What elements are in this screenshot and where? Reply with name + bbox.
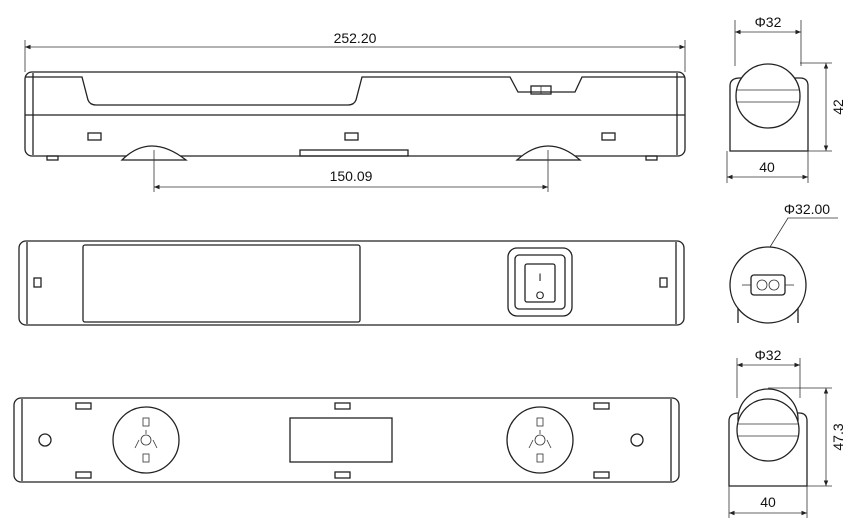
rocker-switch[interactable]: I O [507, 247, 573, 317]
slot-br [593, 471, 610, 479]
dim-front-height: 42 [830, 99, 846, 115]
socket-right[interactable] [506, 406, 574, 474]
slot-tl [75, 402, 92, 410]
socket-right-slot-top [536, 417, 544, 427]
socket-right-slot-bottom [536, 453, 544, 463]
socket-left[interactable] [112, 406, 180, 474]
mid-screw-right [659, 277, 668, 288]
switch-side-view: I O [18, 240, 685, 326]
center-window [289, 417, 393, 463]
socket-left-center [140, 434, 152, 446]
switch-rocker [524, 263, 556, 303]
bottom-end-band [738, 423, 799, 437]
side-body [24, 71, 686, 157]
slot-tr [593, 402, 610, 410]
label-recess [82, 244, 361, 323]
bottom-hole-left [38, 433, 52, 447]
socket-left-slot-top [142, 417, 150, 427]
top-recess-profile [25, 76, 685, 106]
bottom-plate [299, 149, 409, 157]
side-slot-left [87, 132, 102, 141]
side-foot-1 [46, 155, 59, 161]
switch-off-mark: O [536, 290, 545, 302]
slot-tc [334, 402, 351, 410]
side-slot-center [344, 132, 359, 141]
dim-front-diameter: Φ32 [755, 14, 782, 30]
socket-left-face [112, 406, 180, 474]
dim-socket-diameter: Φ32 [755, 347, 782, 363]
bottom-end-cylinder [736, 398, 800, 462]
end-view-middle: Φ32.00 [729, 201, 838, 324]
end-view-bottom: Φ32 47.3 40 [728, 347, 846, 518]
dim-socket-width: 40 [760, 494, 776, 510]
connector-pin-1 [756, 279, 768, 291]
dim-front-width: 40 [759, 159, 775, 175]
side-slot-right [601, 132, 616, 141]
bottom-hole-right [630, 433, 644, 447]
mid-screw-left [33, 277, 42, 288]
switch-on-mark: I [538, 272, 541, 284]
socket-side-view [13, 397, 680, 483]
switch-frame [514, 254, 566, 310]
slot-bl [75, 471, 92, 479]
mount-foot-right [515, 145, 582, 161]
connector-pin-2 [768, 279, 780, 291]
socket-right-pins [528, 430, 552, 449]
dim-socket-height: 47.3 [830, 423, 846, 450]
socket-right-center [534, 434, 546, 446]
end-view-cylinder [735, 63, 801, 129]
socket-left-slot-bottom [142, 453, 150, 463]
dim-total-length: 252.20 [334, 30, 377, 46]
switch-bezel [507, 247, 573, 317]
bottom-end-base [728, 412, 808, 487]
end-view-band [737, 89, 800, 103]
bottom-body [13, 397, 680, 483]
side-foot-2 [645, 155, 658, 161]
dim-mount-spacing: 150.09 [330, 168, 373, 184]
end-view-top: Φ32 42 40 [726, 14, 846, 183]
socket-left-pins [134, 430, 158, 449]
side-elevation-view: 252.20 150.09 [24, 30, 686, 192]
mid-end-cylinder [729, 246, 807, 324]
dia-leader [769, 217, 838, 248]
dim-switch-diameter: Φ32.00 [784, 201, 830, 217]
end-view-base [729, 77, 809, 152]
socket-right-face [506, 406, 574, 474]
slot-bc [334, 471, 351, 479]
mid-body [18, 240, 685, 326]
